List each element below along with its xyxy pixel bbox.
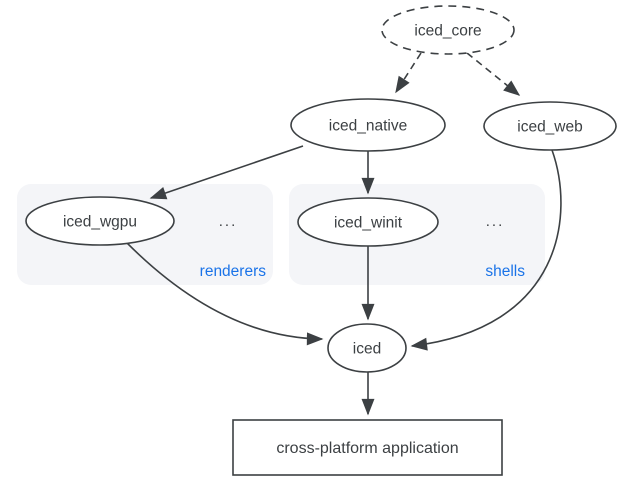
edge-iced-core-to-iced-web (466, 52, 521, 96)
node-iced-ellipse (327, 323, 407, 373)
node-iced-core-label: iced_core (414, 23, 481, 40)
edge-iced-core-to-iced-native (395, 52, 422, 94)
node-iced-wgpu-label: iced_wgpu (63, 214, 137, 231)
node-application-label: cross-platform application (276, 440, 458, 457)
group-renderers-label: renderers (200, 263, 267, 280)
edge-iced-web-to-iced (410, 149, 562, 351)
node-iced-wgpu-ellipse (25, 196, 175, 246)
node-iced-core-ellipse (381, 5, 515, 55)
node-iced-web-label: iced_web (517, 119, 583, 136)
node-iced-native-label: iced_native (329, 118, 407, 135)
node-application-rect (232, 419, 503, 476)
renderers-ellipsis: ... (219, 213, 238, 230)
node-iced-label: iced (353, 341, 381, 358)
node-iced-web-ellipse (483, 101, 617, 151)
shells-ellipsis: ... (486, 213, 505, 230)
node-iced-native-ellipse (290, 98, 446, 152)
group-shells-label: shells (485, 263, 525, 280)
node-iced-winit-label: iced_winit (334, 215, 403, 232)
edge-iced-wgpu-to-iced (126, 242, 324, 346)
node-iced-winit-ellipse (297, 197, 439, 247)
edge-iced-native-to-iced-wgpu (149, 145, 304, 200)
